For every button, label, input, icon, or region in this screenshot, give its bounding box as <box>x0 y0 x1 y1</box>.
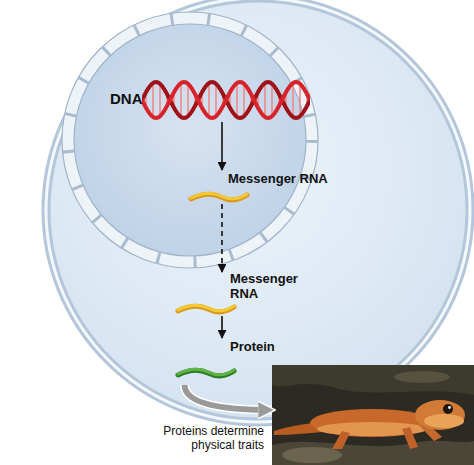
trait-photo: Proteins determine physical traits <box>272 365 474 465</box>
arrow-line <box>185 385 272 410</box>
flow-arrow <box>222 122 223 170</box>
trait-caption: Proteins determine physical traits <box>138 425 264 453</box>
protein-strand <box>175 366 237 380</box>
nuclear-envelope-inner <box>74 24 306 256</box>
molecule-label: Protein <box>230 340 295 355</box>
molecule-label: DNA <box>110 90 144 107</box>
mrna-strand <box>188 190 250 204</box>
mrna-strand <box>175 302 237 316</box>
arrow-outline <box>185 385 272 410</box>
nucleus <box>68 18 312 262</box>
nuclear-envelope-outer <box>62 12 318 268</box>
arrow-line <box>221 204 223 272</box>
salamander-photo <box>272 365 474 465</box>
arrow-line <box>221 122 223 170</box>
flow-arrow <box>221 204 222 272</box>
membrane-layer <box>46 0 470 422</box>
molecule-label: Messenger RNA <box>228 172 348 187</box>
cell-membrane <box>46 0 470 422</box>
arrow-line <box>221 316 223 338</box>
molecule-label: Messenger RNA <box>230 272 305 302</box>
dna-molecule: DNA <box>110 78 310 122</box>
nuclear-pores <box>68 18 312 262</box>
flow-arrow <box>185 385 272 410</box>
dna-helix <box>142 78 310 122</box>
flow-arrow <box>221 316 222 338</box>
mrna-cytoplasm: Messenger RNA <box>175 272 305 316</box>
mrna-nucleus: Messenger RNA <box>188 170 348 204</box>
